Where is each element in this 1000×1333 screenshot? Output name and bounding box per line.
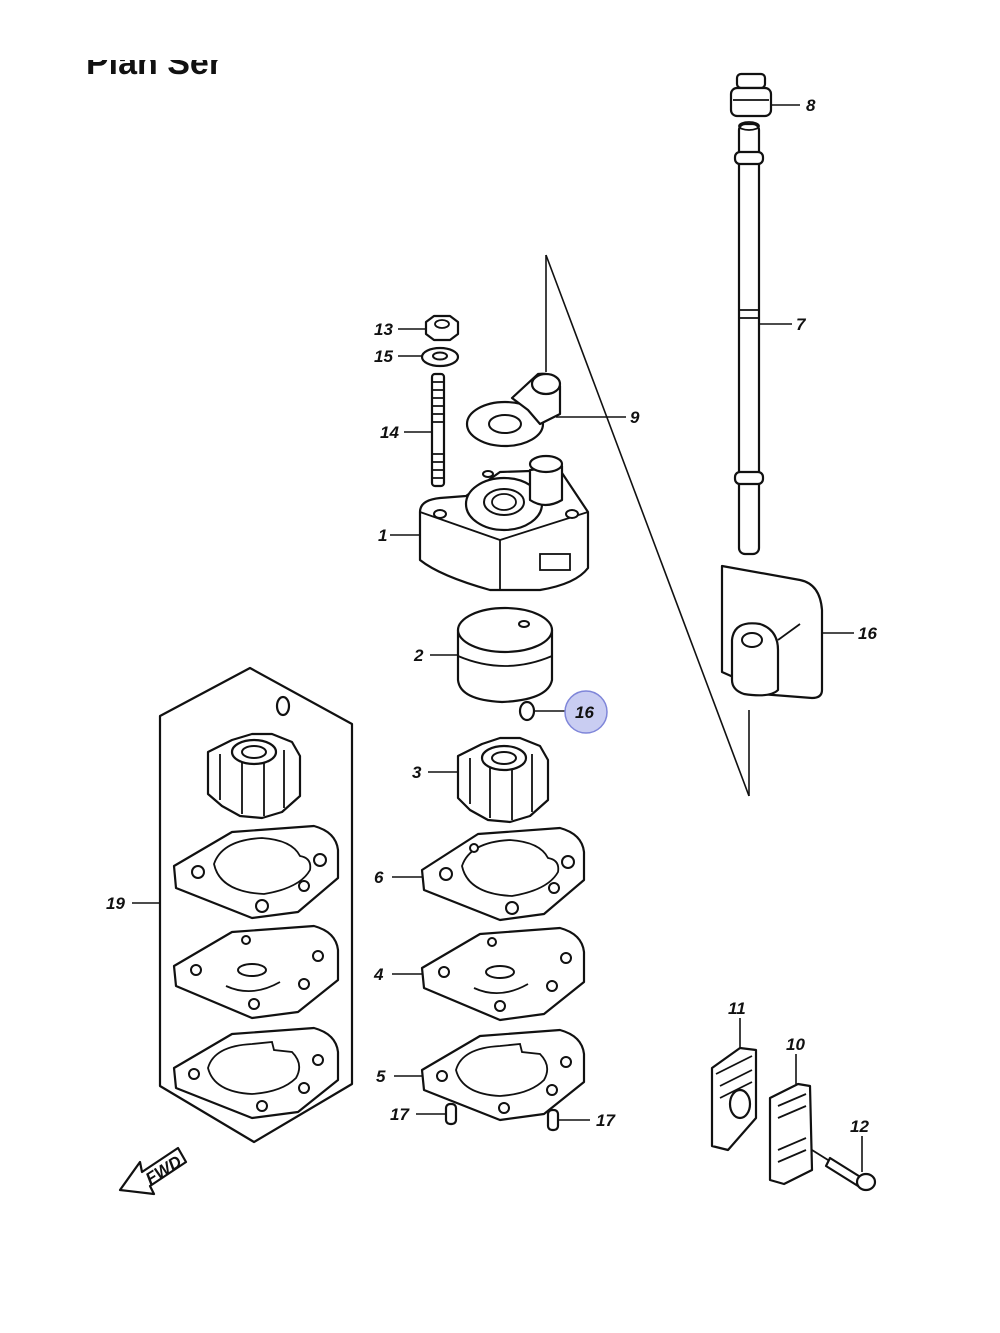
part-19-repair-kit (132, 666, 354, 1144)
callout-16-cam: 16 (858, 624, 877, 643)
part-16-key (518, 700, 566, 722)
title-fragment: Plan Ser (70, 20, 270, 82)
part-6-gasket (392, 826, 586, 922)
highlight-marker[interactable] (564, 690, 608, 734)
callout-11: 11 (728, 999, 746, 1018)
part-13-nut (398, 314, 460, 342)
callout-14: 14 (380, 423, 399, 442)
part-9-tube-guide (465, 372, 626, 448)
callout-19: 19 (106, 894, 125, 913)
part-2-liner (430, 606, 554, 704)
callout-labels: 8 7 16 13 15 14 9 1 2 16 3 6 4 5 17 17 1… (106, 96, 877, 1136)
callout-6: 6 (374, 868, 384, 887)
callout-15: 15 (374, 347, 393, 366)
part-8-grommet (729, 72, 800, 118)
callout-16-key: 16 (575, 703, 594, 722)
part-10-clip (768, 1054, 814, 1186)
part-4-plate (392, 926, 586, 1022)
part-12-screw (811, 1136, 877, 1192)
callout-17-left: 17 (390, 1105, 410, 1124)
assembly-bracket-lines (545, 254, 750, 797)
part-15-washer (398, 346, 460, 368)
part-14-stud-bolt (404, 372, 446, 488)
part-7-water-tube (733, 121, 792, 556)
fwd-arrow-icon: FWD (118, 1146, 188, 1196)
part-5-gasket (394, 1028, 586, 1122)
part-1-pump-case (390, 454, 590, 592)
callout-4: 4 (373, 965, 384, 984)
callout-10: 10 (786, 1035, 805, 1054)
part-3-impeller (428, 736, 550, 824)
part-16-cam (720, 564, 854, 700)
callout-3: 3 (412, 763, 422, 782)
callout-5: 5 (376, 1067, 386, 1086)
callout-13: 13 (374, 320, 393, 339)
callout-8: 8 (806, 96, 816, 115)
callout-17-right: 17 (596, 1111, 616, 1130)
callout-7: 7 (796, 315, 807, 334)
callout-12: 12 (850, 1117, 869, 1136)
part-11-clip (710, 1018, 758, 1152)
callout-2: 2 (413, 646, 424, 665)
part-17-pins (416, 1102, 590, 1132)
callout-1: 1 (378, 526, 387, 545)
callout-9: 9 (630, 408, 640, 427)
